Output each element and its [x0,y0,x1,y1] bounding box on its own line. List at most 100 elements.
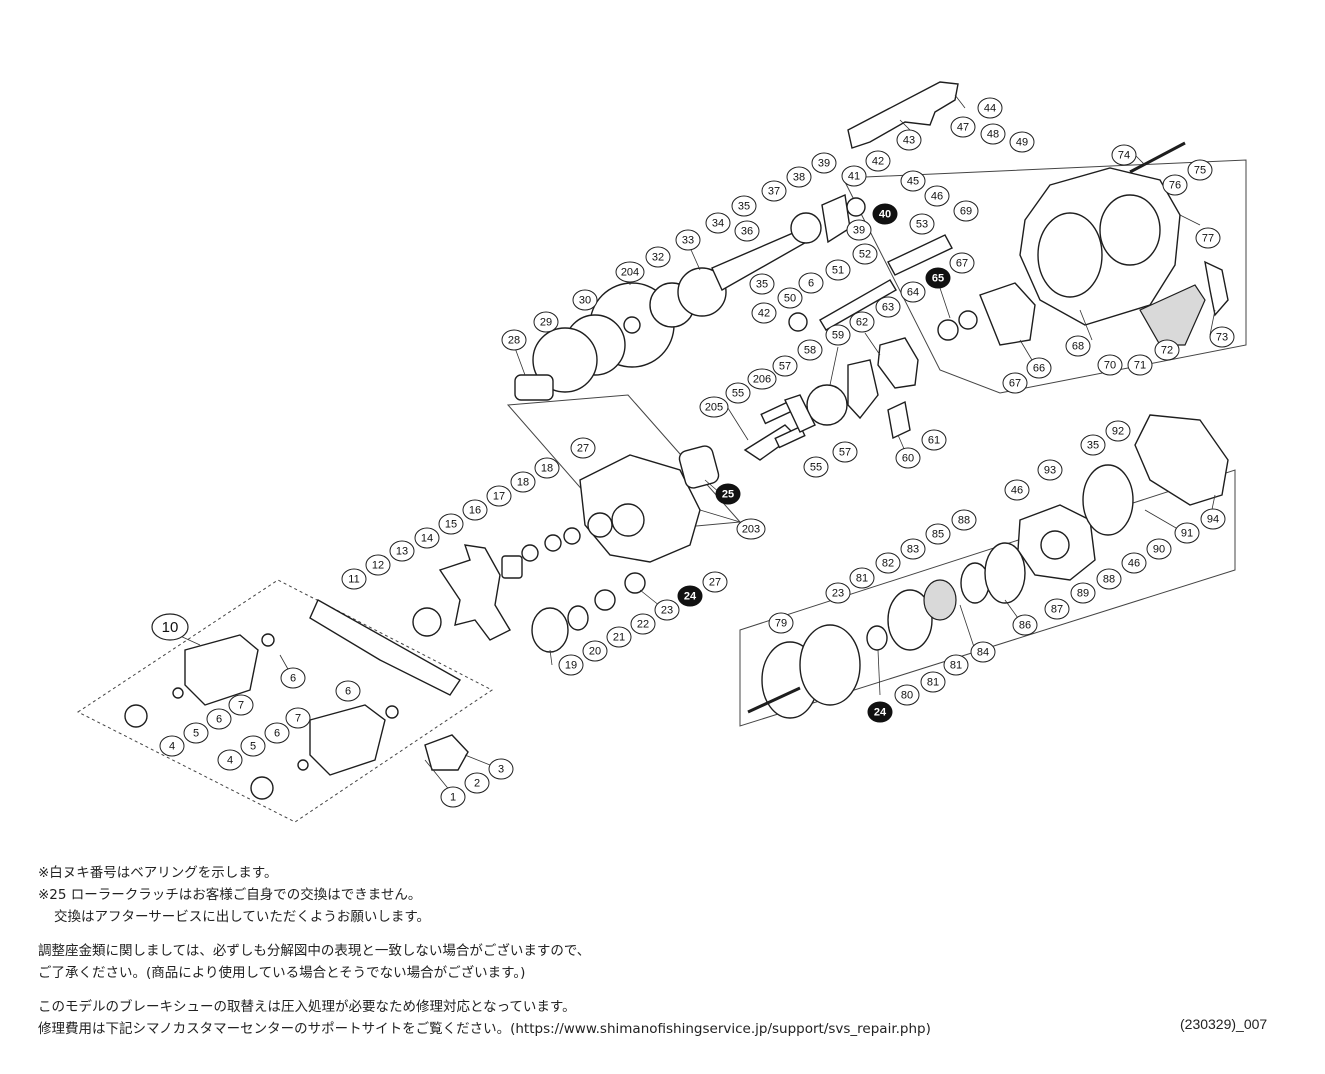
part-number-label: 204 [621,267,639,279]
part-callout-4: 4 [217,749,243,771]
part-number-callouts: 1234455666667710111213141516171818192021… [151,97,1235,808]
note-brake-shoe: このモデルのブレーキシューの取替えは圧入処理が必要なため修理対応となっています。 [38,999,576,1015]
yoke-part [847,359,879,420]
part-callout-25: 25 [715,483,741,505]
part-number-label: 42 [758,308,770,320]
part-number-label: 86 [1019,620,1031,632]
part-number-label: 61 [928,435,940,447]
part-number-label: 27 [577,443,589,455]
part-number-label: 44 [984,103,996,115]
part-number-label: 80 [901,690,913,702]
part-number-label: 23 [661,605,673,617]
part-number-label: 81 [950,660,962,672]
handle-arm-part [309,599,462,696]
part-number-label: 55 [810,462,822,474]
sleeve-part [514,374,554,401]
part-callout-1: 1 [440,786,466,808]
part-callout-86: 86 [1012,614,1038,636]
part-number-label: 70 [1104,360,1116,372]
part-callout-205: 205 [699,396,729,418]
part-callout-80: 80 [894,684,920,706]
part-callout-39: 39 [811,152,837,174]
cover-part [1134,414,1229,506]
part-callout-91: 91 [1174,522,1200,544]
part-callout-24: 24 [867,701,893,723]
part-callout-61: 61 [921,429,947,451]
part-callout-42: 42 [751,302,777,324]
part-number-label: 74 [1118,150,1130,162]
part-number-label: 76 [1169,180,1181,192]
washer-part [563,527,581,545]
ring-part [1082,464,1134,536]
handle-nut-part [124,704,148,728]
part-number-label: 205 [705,402,723,414]
part-number-label: 6 [345,686,351,698]
part-callout-55: 55 [803,456,829,478]
note-roller-clutch-service: 交換はアフターサービスに出していただくようお願いします。 [54,909,430,925]
bearing-part [172,687,184,699]
part-number-label: 43 [903,135,915,147]
part-number-label: 59 [832,330,844,342]
part-number-label: 93 [1044,465,1056,477]
part-callout-16: 16 [462,499,488,521]
part-number-label: 18 [541,463,553,475]
part-number-label: 77 [1202,233,1214,245]
part-number-label: 11 [348,574,359,586]
part-callout-32: 32 [645,246,671,268]
part-callout-45: 45 [900,170,926,192]
washer-part [544,534,562,552]
part-callout-88: 88 [1096,568,1122,590]
part-number-label: 89 [1077,588,1089,600]
part-callout-6: 6 [798,272,824,294]
part-number-label: 33 [682,235,694,247]
part-callout-81: 81 [920,671,946,693]
part-callout-33: 33 [675,229,701,251]
part-number-label: 35 [1087,440,1099,452]
part-callout-4: 4 [159,735,185,757]
part-callout-11: 11 [341,568,367,590]
part-number-label: 41 [848,171,860,183]
pawl-part [887,400,911,440]
part-number-label: 50 [784,293,796,305]
part-callout-36: 36 [734,220,760,242]
part-callout-84: 84 [970,641,996,663]
part-callout-23: 23 [825,582,851,604]
part-number-label: 87 [1051,604,1063,616]
handle-assembly-box [77,579,493,823]
part-callout-69: 69 [953,200,979,222]
part-callout-82: 82 [875,552,901,574]
part-callout-94: 94 [1200,508,1226,530]
part-callout-35: 35 [731,195,757,217]
part-number-label: 67 [956,258,968,270]
part-number-label: 57 [779,361,791,373]
notes: ※白ヌキ番号はベアリングを示します。 ※25 ローラークラッチはお客様ご自身での… [38,862,1098,1040]
part-callout-6: 6 [206,708,232,730]
part-callout-44: 44 [977,97,1003,119]
handle-knob-part [184,634,259,706]
part-number-label: 30 [579,295,591,307]
part-callout-47: 47 [950,116,976,138]
part-number-label: 58 [804,345,816,357]
part-callout-93: 93 [1037,459,1063,481]
part-number-label: 5 [193,728,199,740]
part-callout-10: 10 [151,613,189,641]
part-callout-46: 46 [1004,479,1030,501]
part-callout-7: 7 [228,694,254,716]
thumb-bar-part [1139,284,1206,346]
part-number-label: 203 [742,524,760,536]
part-callout-58: 58 [797,339,823,361]
part-number-label: 94 [1207,514,1219,526]
part-callout-57: 57 [832,441,858,463]
part-callout-6: 6 [264,722,290,744]
part-number-label: 64 [907,287,919,299]
part-number-label: 22 [637,619,649,631]
part-number-label: 60 [902,453,914,465]
part-number-label: 66 [1033,363,1045,375]
part-callout-3: 3 [488,758,514,780]
part-callout-63: 63 [875,296,901,318]
part-callout-75: 75 [1187,159,1213,181]
part-callout-48: 48 [980,123,1006,145]
part-number-label: 42 [872,156,884,168]
part-number-label: 57 [839,447,851,459]
part-number-label: 67 [1009,378,1021,390]
